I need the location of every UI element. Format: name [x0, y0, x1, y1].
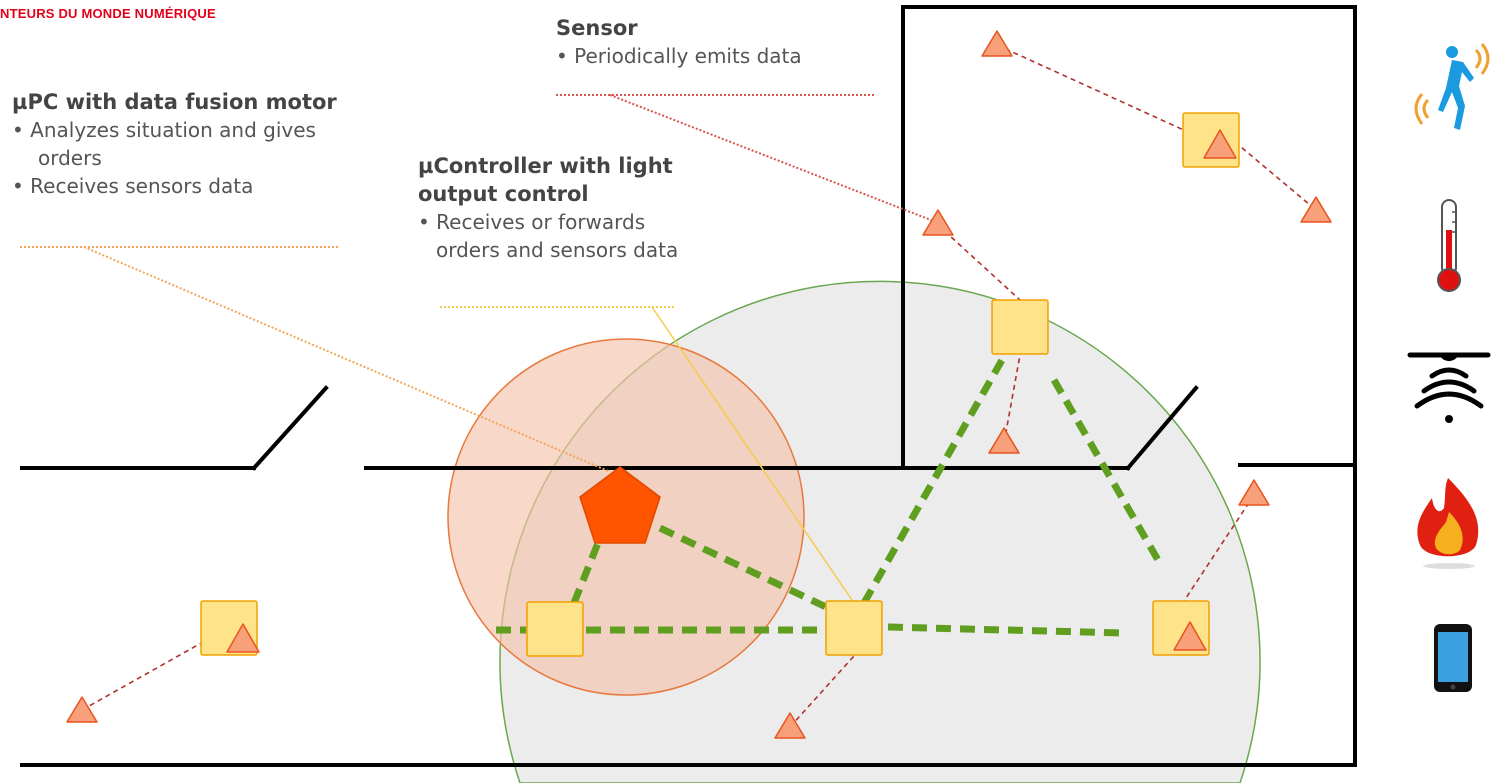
upc-pentagon: [579, 466, 661, 544]
smartphone-icon: [1434, 624, 1472, 692]
ucontroller-leader: [651, 306, 853, 601]
sensor-triangle: [66, 696, 98, 723]
wireless-ceiling-sensor-icon: [1407, 352, 1491, 423]
mesh-link: [1050, 378, 1162, 562]
upc-leader: [83, 246, 609, 472]
sensors: [66, 30, 1332, 739]
brand-header: NTEURS DU MONDE NUMÉRIQUE: [0, 6, 216, 21]
sensor-bullet: • Periodically emits data: [556, 44, 802, 68]
sensor-link: [1234, 141, 1317, 211]
ucontroller-title: µController with light: [418, 154, 673, 178]
ucontroller-bullet: • Receives or forwards: [418, 210, 646, 234]
relay-nodes: [200, 112, 1240, 657]
sensor-link: [789, 655, 855, 728]
sensor-triangle: [226, 623, 260, 653]
upc-bullet: • Analyzes situation and gives: [12, 118, 316, 142]
relay-node: [825, 600, 883, 656]
sensor-triangle: [1300, 196, 1332, 223]
mesh-link: [887, 623, 1125, 637]
sensor-triangle: [774, 712, 806, 739]
sensor-link: [1181, 494, 1255, 605]
sensor-link: [1003, 354, 1021, 444]
relay-node: [1182, 112, 1240, 168]
sensor-triangle: [981, 30, 1013, 57]
sensor-link: [996, 44, 1211, 143]
sensor-triangle: [1173, 621, 1207, 651]
mesh-links: [496, 358, 1162, 637]
sensor-triangle: [988, 427, 1020, 454]
running-person-icon: [1414, 43, 1490, 130]
sensor-title: Sensor: [556, 16, 638, 40]
ucontroller-bullet: orders and sensors data: [436, 238, 679, 262]
fire-icon: [1417, 478, 1479, 569]
mesh-link: [570, 536, 604, 605]
relay-node: [526, 601, 584, 657]
sensor-link: [937, 224, 1021, 301]
sensor-triangle: [922, 209, 954, 236]
upc-label: µPC with data fusion motor • Analyzes si…: [12, 88, 337, 200]
upc-bullet: orders: [38, 146, 102, 170]
mesh-link: [658, 524, 828, 611]
upc-title: µPC with data fusion motor: [12, 90, 337, 114]
leader-lines: [20, 94, 937, 601]
sensor-triangle: [1203, 129, 1237, 159]
relay-node: [991, 299, 1049, 355]
upc-bullet: • Receives sensors data: [12, 174, 254, 198]
thermometer-icon: [1437, 199, 1461, 292]
sensor-triangle: [1238, 479, 1270, 506]
door-left: [251, 385, 329, 471]
walls: [20, 5, 1357, 767]
door-right: [1125, 385, 1199, 471]
ucontroller-label: µController with light output control • …: [418, 152, 678, 264]
ucontroller-title: output control: [418, 182, 589, 206]
sensor-label: Sensor • Periodically emits data: [556, 14, 802, 70]
